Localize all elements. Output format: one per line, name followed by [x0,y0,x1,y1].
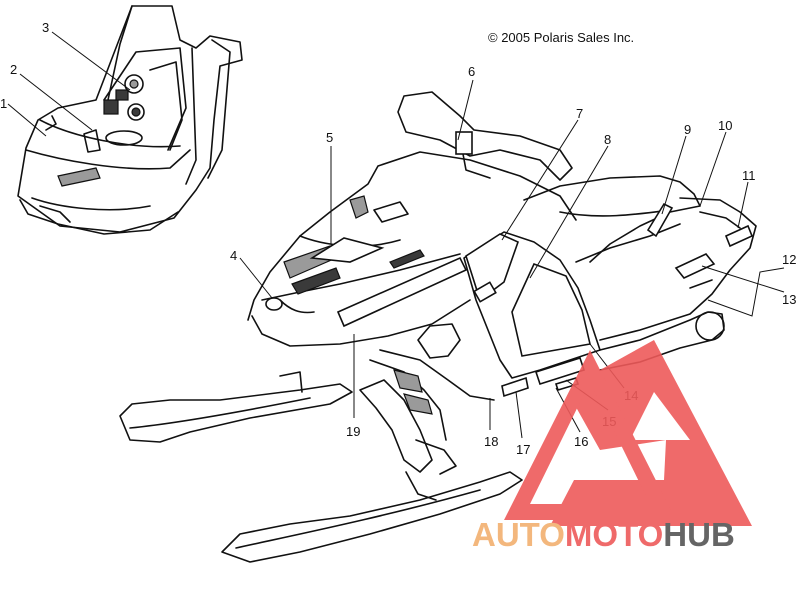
callout-4: 4 [230,248,237,263]
copyright-text: © 2005 Polaris Sales Inc. [488,30,634,45]
callout-3: 3 [42,20,49,35]
watermark-logo: AUTOMOTOHUB [472,340,752,553]
callout-12: 12 [782,252,796,267]
callout-11: 11 [742,168,756,183]
callout-8: 8 [604,132,611,147]
watermark-word-moto: MOTO [565,516,663,553]
callout-7: 7 [576,106,583,121]
callout-13: 13 [782,292,796,307]
watermark-word-hub: HUB [663,516,735,553]
watermark-triangle-outline-icon [504,350,676,520]
watermark-word-auto: AUTO [472,516,565,553]
callout-6: 6 [468,64,475,79]
callout-5: 5 [326,130,333,145]
callout-17: 17 [516,442,530,457]
callout-9: 9 [684,122,691,137]
snowmobile-drawing [119,91,757,563]
callout-16: 16 [574,434,588,449]
callout-18: 18 [484,434,498,449]
callout-2: 2 [10,62,17,77]
svg-text:AUTOMOTOHUB: AUTOMOTOHUB [472,516,735,553]
callout-1: 1 [0,96,7,111]
callout-10: 10 [718,118,732,133]
inset-hood-drawing [17,5,243,235]
callout-19: 19 [346,424,360,439]
